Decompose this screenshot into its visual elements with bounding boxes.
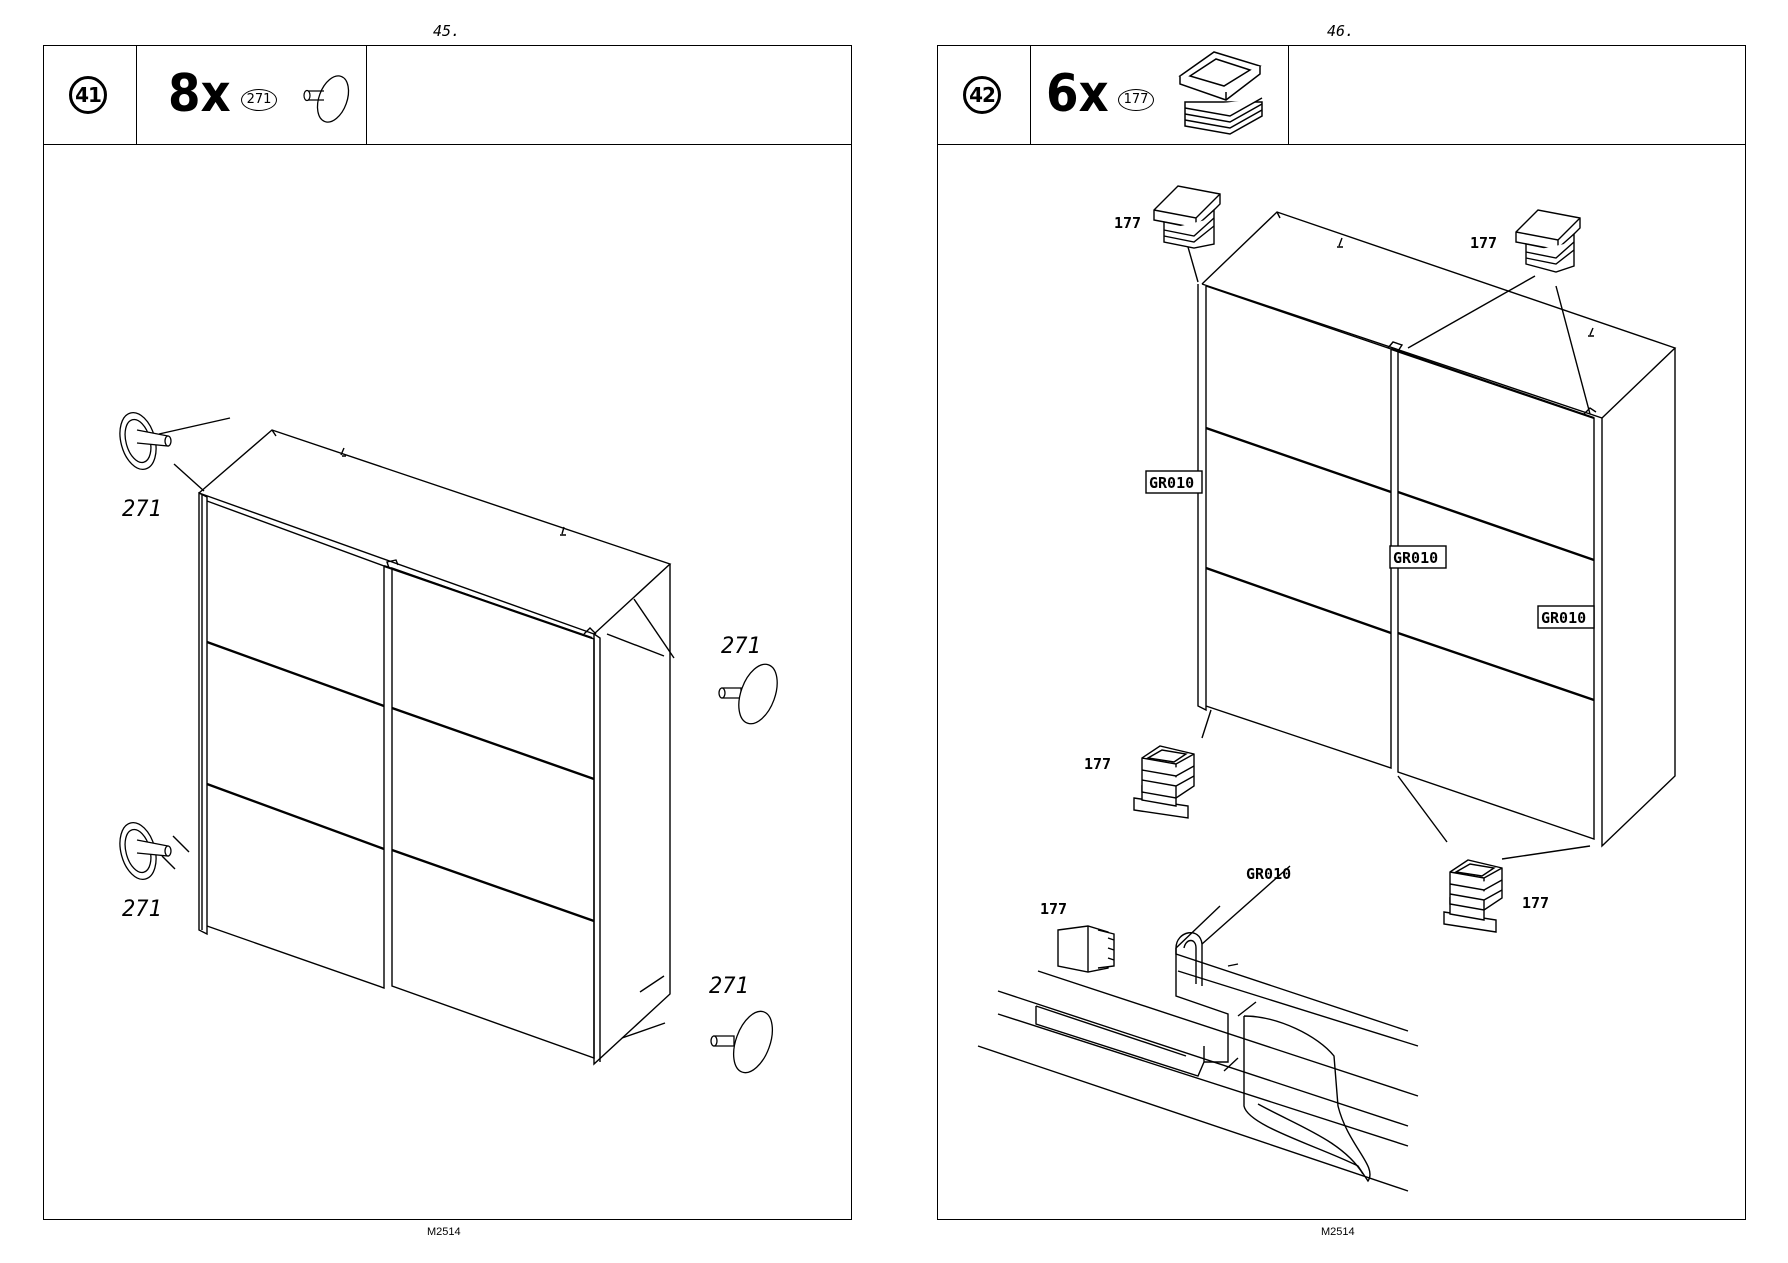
left-footer-code: M2514 (427, 1226, 461, 1238)
pin-right-bottom (710, 1010, 774, 1074)
cap-top-right (1515, 209, 1581, 273)
left-step-panel: 41 8x 271 (43, 45, 852, 1220)
cap-bottom-right (1443, 859, 1503, 933)
step-number: 41 (69, 76, 107, 114)
quantity-label: 6x (1046, 64, 1109, 124)
callout-271-a: 271 (122, 497, 162, 522)
left-step-header: 41 8x 271 (44, 46, 851, 145)
right-step-cell: 42 (938, 46, 1031, 144)
cap-top-left (1153, 185, 1221, 249)
right-quantity-cell: 6x 177 (1030, 46, 1289, 144)
callout-177-e: 177 (1040, 900, 1067, 918)
left-page-number: 45. (433, 22, 461, 40)
right-wardrobe-drawing: GR010 GR010 GR010 GR010 177 177 177 177 … (977, 185, 1677, 1192)
right-step-panel: 42 6x 177 (937, 45, 1746, 1220)
right-footer-code: M2514 (1321, 1226, 1355, 1238)
right-page-number: 46. (1327, 22, 1355, 40)
cap-bottom-left (1133, 745, 1195, 819)
quantity-label: 8x (168, 64, 231, 124)
pin-right-top (718, 663, 778, 725)
callout-271-d: 271 (709, 974, 749, 999)
cap-detail (1057, 925, 1115, 973)
right-step-header: 42 6x 177 (938, 46, 1745, 145)
callout-gr010-c: GR010 (1541, 609, 1586, 627)
callout-177-b: 177 (1470, 234, 1497, 252)
part-ref-circle: 271 (241, 89, 277, 111)
callout-gr010-b: GR010 (1393, 549, 1438, 567)
callout-177-d: 177 (1522, 894, 1549, 912)
pin-left-top (119, 411, 172, 471)
part-ref-circle: 177 (1118, 89, 1154, 111)
end-cap-icon (1178, 51, 1263, 135)
shelf-support-pin-icon (303, 75, 350, 123)
callout-gr010-a: GR010 (1149, 474, 1194, 492)
step-number: 42 (963, 76, 1001, 114)
callout-gr010-d: GR010 (1246, 865, 1291, 883)
callout-177-c: 177 (1084, 755, 1111, 773)
callout-271-c: 271 (122, 897, 162, 922)
callout-271-b: 271 (721, 634, 761, 659)
pin-left-bottom (119, 821, 172, 881)
left-quantity-cell: 8x 271 (136, 46, 367, 144)
rail-detail (977, 865, 1419, 1192)
left-wardrobe-drawing: 271 271 271 271 (119, 411, 778, 1074)
left-step-cell: 41 (44, 46, 137, 144)
callout-177-a: 177 (1114, 214, 1141, 232)
